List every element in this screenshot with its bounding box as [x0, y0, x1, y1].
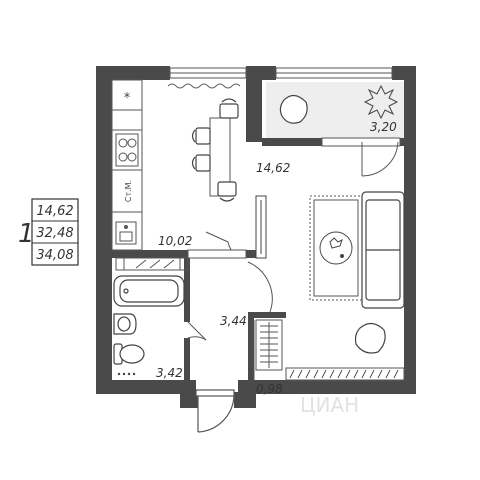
stove-icon: [115, 133, 139, 167]
armchair: [354, 322, 386, 354]
bath-door: [187, 321, 207, 341]
sofa: [361, 191, 405, 309]
living-area-label: 14,62: [256, 161, 290, 175]
tv-stand: [255, 195, 267, 259]
curtain: [167, 83, 241, 89]
balcony-door: [321, 137, 401, 177]
apartment-summary: 1 14,62 32,48 34,08: [18, 198, 79, 266]
walls: [96, 66, 416, 408]
closet: [255, 319, 283, 371]
dining-chairs: [191, 98, 239, 202]
entrance-door: [195, 389, 235, 433]
balcony-chair: [279, 94, 308, 124]
kitchen-counter: [111, 79, 143, 251]
kitchen-area-label: 10,02: [158, 234, 192, 248]
washbasin-icon: [113, 313, 137, 335]
fridge-mark: *: [124, 91, 131, 106]
balcony-area-label: 3,20: [370, 120, 397, 134]
living-area-total: 14,62: [36, 204, 73, 219]
kitchen-door: [187, 231, 247, 259]
floor-drain: [117, 372, 136, 376]
watermark: ЦИАН: [300, 393, 359, 417]
closet-area-label: 0,98: [256, 382, 283, 396]
apartment-number: 1: [18, 219, 35, 249]
rug-inner: [313, 199, 359, 297]
windows: [169, 67, 393, 79]
bathtub-icon: [113, 275, 185, 307]
stove-label: Ст.М.: [124, 180, 133, 202]
hall-area-label: 3,44: [220, 314, 247, 328]
total-area-with-balcony: 34,08: [36, 248, 73, 263]
summary-box: [31, 198, 79, 266]
radiator: [285, 367, 405, 381]
coffee-table: [319, 231, 353, 265]
living-door: [247, 261, 273, 313]
sink-icon: [115, 221, 137, 245]
bath-shelf: [115, 257, 189, 271]
toilet-icon: [113, 343, 145, 365]
bath-area-label: 3,42: [156, 366, 183, 380]
rug: [309, 195, 363, 301]
plant-icon: [363, 84, 399, 120]
total-area: 32,48: [36, 226, 73, 241]
